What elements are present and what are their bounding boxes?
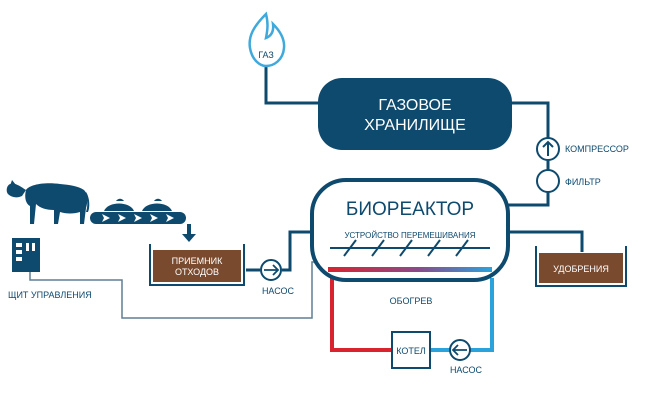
pump-icon: [260, 259, 282, 281]
heating-loop: [330, 278, 494, 352]
bioreactor: [310, 178, 510, 282]
control-panel-label: ЩИТ УПРАВЛЕНИЯ: [8, 290, 92, 300]
control-panel-icon: [12, 238, 40, 272]
waste-label-1: ПРИЕМНИК: [172, 256, 223, 266]
gas-label: ГАЗ: [258, 50, 274, 60]
cold-pipe-b: [470, 278, 494, 352]
pump-left-label: НАСОС: [262, 286, 295, 296]
heating-label: ОБОГРЕВ: [390, 296, 433, 306]
bioreactor-label: БИОРЕАКТОР: [346, 199, 474, 220]
manure-pile-1: [104, 203, 134, 211]
boiler-label: КОТЕЛ: [396, 346, 426, 356]
pipe-flame-storage: [264, 66, 318, 105]
flame-icon: [248, 11, 286, 68]
heating-element: [328, 267, 492, 272]
pipe-reactor-fertilizer: [508, 230, 584, 252]
pipe-filter-reactor: [508, 192, 550, 207]
filter-label: ФИЛЬТР: [565, 177, 601, 187]
gas-pipes: [246, 66, 584, 272]
cow-icon: [6, 180, 90, 224]
boiler-box: [391, 331, 431, 369]
storage-label-2: ХРАНИЛИЩЕ: [364, 117, 466, 134]
mixer-blades: [343, 239, 469, 257]
filter-icon: [536, 169, 560, 193]
compressor-icon: [536, 137, 560, 161]
gas-storage-tank: [318, 78, 512, 150]
control-wires: [29, 261, 330, 319]
wire-control-reactor: [29, 261, 330, 319]
pump-bottom-icon: [449, 339, 471, 361]
manure-pile-2: [142, 203, 172, 211]
storage-label-1: ГАЗОВОЕ: [378, 97, 451, 114]
fertilizer-tank: [535, 246, 627, 287]
hot-pipe: [330, 278, 392, 352]
fertilizer-label: УДОБРЕНИЯ: [553, 264, 609, 274]
waste-receiver: [149, 244, 245, 286]
waste-label-2: ОТХОДОВ: [175, 267, 219, 277]
compressor-label: КОМПРЕССОР: [565, 144, 629, 154]
pump-bottom-label: НАСОС: [450, 365, 483, 375]
conveyor-icon: [90, 198, 186, 224]
bioreactor-tank: [310, 178, 510, 282]
pipe-storage-filter: [512, 101, 550, 138]
mixer-label: УСТРОЙСТВО ПЕРЕМЕШИВАНИЯ: [344, 231, 475, 240]
pipe-pump-reactor: [282, 230, 318, 272]
arrow-down-icon: [182, 224, 196, 242]
